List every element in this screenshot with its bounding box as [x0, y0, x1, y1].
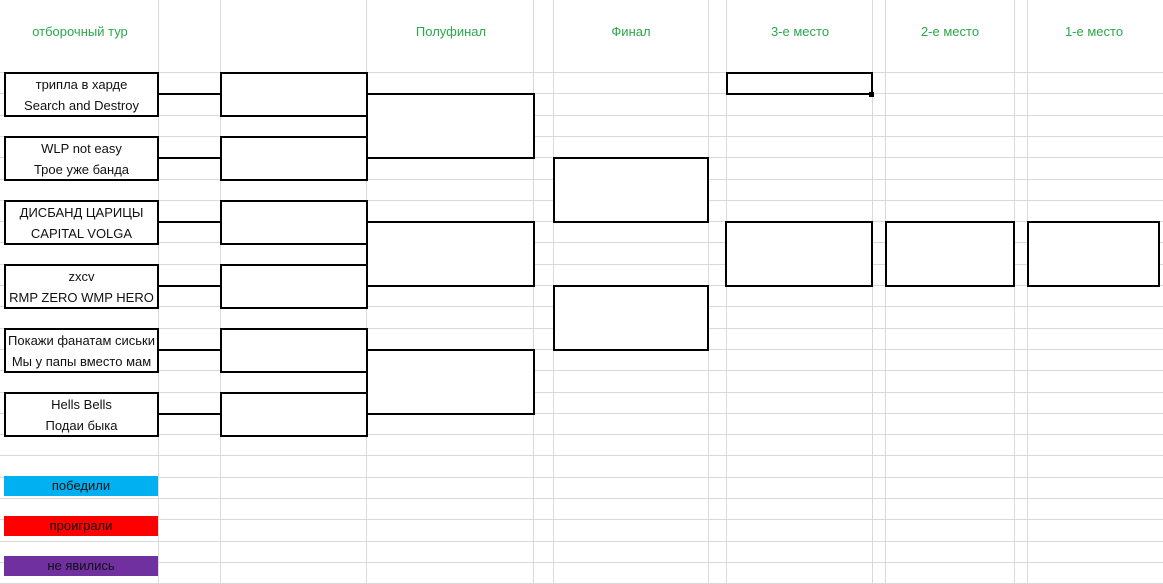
- final-slot-1[interactable]: [553, 157, 709, 223]
- semifinal-slot-2[interactable]: [366, 221, 535, 287]
- team-cell[interactable]: Подаи быка: [45, 418, 118, 433]
- winner-slot-2[interactable]: [220, 136, 368, 181]
- header-third-place: 3-е место: [770, 24, 830, 39]
- match-box-6[interactable]: [4, 392, 159, 437]
- bracket-connector: [158, 413, 222, 415]
- winner-slot-4[interactable]: [220, 264, 368, 309]
- match-box-5[interactable]: [4, 328, 159, 373]
- second-place-slot[interactable]: [885, 221, 1015, 287]
- team-cell[interactable]: RMP ZERO WMP HERO: [9, 290, 154, 305]
- winner-slot-5[interactable]: [220, 328, 368, 373]
- team-cell[interactable]: ДИСБАНД ЦАРИЦЫ: [19, 205, 144, 220]
- winner-slot-1[interactable]: [220, 72, 368, 117]
- selected-cell[interactable]: [726, 72, 873, 95]
- fill-handle[interactable]: [869, 92, 874, 97]
- winner-slot-3[interactable]: [220, 200, 368, 245]
- bracket-connector: [158, 349, 222, 351]
- team-cell[interactable]: трипла в харде: [35, 77, 128, 92]
- team-cell[interactable]: CAPITAL VOLGA: [30, 226, 133, 241]
- third-place-slot[interactable]: [725, 221, 873, 287]
- team-cell[interactable]: Покажи фанатам сиськи: [8, 333, 155, 348]
- header-second-place: 2-е место: [920, 24, 980, 39]
- header-semifinal: Полуфинал: [415, 24, 487, 39]
- bracket-connector: [158, 157, 222, 159]
- header-qualifying: отборочный тур: [32, 24, 128, 39]
- legend-won: победили: [4, 476, 158, 496]
- final-slot-2[interactable]: [553, 285, 709, 351]
- semifinal-slot-1[interactable]: [366, 93, 535, 159]
- team-cell[interactable]: Search and Destroy: [24, 98, 139, 113]
- legend-no-show: не явились: [4, 556, 158, 576]
- winner-slot-6[interactable]: [220, 392, 368, 437]
- header-first-place: 1-е место: [1064, 24, 1124, 39]
- team-cell[interactable]: zxcv: [68, 269, 95, 284]
- match-box-4[interactable]: [4, 264, 159, 309]
- bracket-connector: [158, 93, 222, 95]
- match-box-1[interactable]: [4, 72, 159, 117]
- match-box-2[interactable]: [4, 136, 159, 181]
- team-cell[interactable]: Мы у папы вместо мам: [11, 354, 152, 369]
- bracket-connector: [158, 221, 222, 223]
- team-cell[interactable]: Трое уже банда: [33, 162, 130, 177]
- match-box-3[interactable]: [4, 200, 159, 245]
- header-final: Финал: [611, 24, 651, 39]
- semifinal-slot-3[interactable]: [366, 349, 535, 415]
- bracket-connector: [158, 285, 222, 287]
- team-cell[interactable]: WLP not easy: [41, 141, 122, 156]
- team-cell[interactable]: Hells Bells: [51, 397, 112, 412]
- legend-lost: проиграли: [4, 516, 158, 536]
- first-place-slot[interactable]: [1027, 221, 1160, 287]
